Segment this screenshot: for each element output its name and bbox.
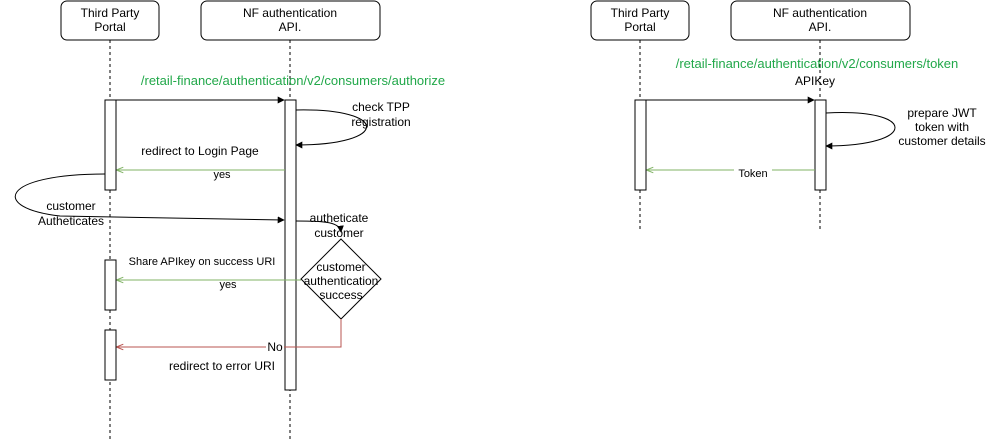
endpoint-url-token: /retail-finance/authentication/v2/consum… — [676, 56, 959, 71]
actor-nf-auth-api-left[interactable]: NF authentication API. — [200, 0, 381, 41]
no-label-bg — [266, 341, 284, 353]
prepare-jwt-label: token with — [915, 120, 969, 134]
to-decision-arrow — [295, 220, 344, 233]
actor-label: Portal — [624, 20, 655, 34]
redirect-error-label: redirect to error URI — [169, 359, 275, 373]
actor-label: Portal — [94, 20, 125, 34]
actor-third-party-portal-left[interactable]: Third Party Portal — [60, 0, 160, 41]
activation-bar-api — [284, 99, 297, 391]
prepare-jwt-label: prepare JWT — [907, 106, 977, 120]
authenticate-customer-label: customer — [314, 226, 363, 240]
apikey-label: APIKey — [795, 74, 835, 88]
check-tpp-label: registration — [351, 115, 410, 129]
token-label: Token — [738, 168, 767, 180]
actor-label: NF authentication — [773, 6, 867, 20]
activation-bar-portal-1 — [104, 99, 117, 191]
activation-bar-portal-right — [634, 99, 647, 191]
activation-bar-api-right — [814, 99, 827, 191]
token-label-bg — [734, 164, 772, 177]
customer-authenticates-label: customer — [46, 199, 95, 213]
actor-label: Third Party — [611, 6, 670, 20]
no-label: No — [267, 340, 283, 354]
decision-customer-authentication-success[interactable]: customer authentication success — [300, 238, 382, 320]
authenticate-customer-label: autheticate — [310, 211, 369, 225]
activation-bar-portal-3 — [104, 329, 117, 381]
activation-bar-portal-2 — [104, 259, 117, 311]
actor-third-party-portal-right[interactable]: Third Party Portal — [590, 0, 690, 41]
self-message-check-tpp — [295, 109, 367, 149]
redirect-login-label: redirect to Login Page — [141, 144, 259, 158]
actor-label: Third Party — [81, 6, 140, 20]
customer-authenticates-label: Autheticates — [38, 214, 104, 228]
actor-label: API. — [809, 20, 832, 34]
decision-label: authentication — [304, 274, 379, 288]
actor-label: NF authentication — [243, 6, 337, 20]
left-sequence: Third Party Portal NF authentication API… — [14, 0, 445, 441]
actor-label: API. — [279, 20, 302, 34]
error-arrow — [117, 319, 342, 347]
check-tpp-label: check TPP — [352, 100, 410, 114]
right-sequence: Third Party Portal NF authentication API… — [590, 0, 986, 231]
self-message-prepare-jwt — [825, 112, 896, 150]
yes-label-1: yes — [213, 169, 231, 181]
actor-nf-auth-api-right[interactable]: NF authentication API. — [730, 0, 911, 41]
prepare-jwt-label: customer details — [898, 134, 985, 148]
customer-authenticates-arrow — [14, 173, 285, 224]
share-apikey-label: Share APIkey on success URI — [129, 256, 276, 268]
endpoint-url-authorize: /retail-finance/authentication/v2/consum… — [141, 73, 445, 88]
decision-label: customer — [316, 260, 365, 274]
decision-label: success — [319, 288, 362, 302]
yes-label-2: yes — [219, 279, 237, 291]
